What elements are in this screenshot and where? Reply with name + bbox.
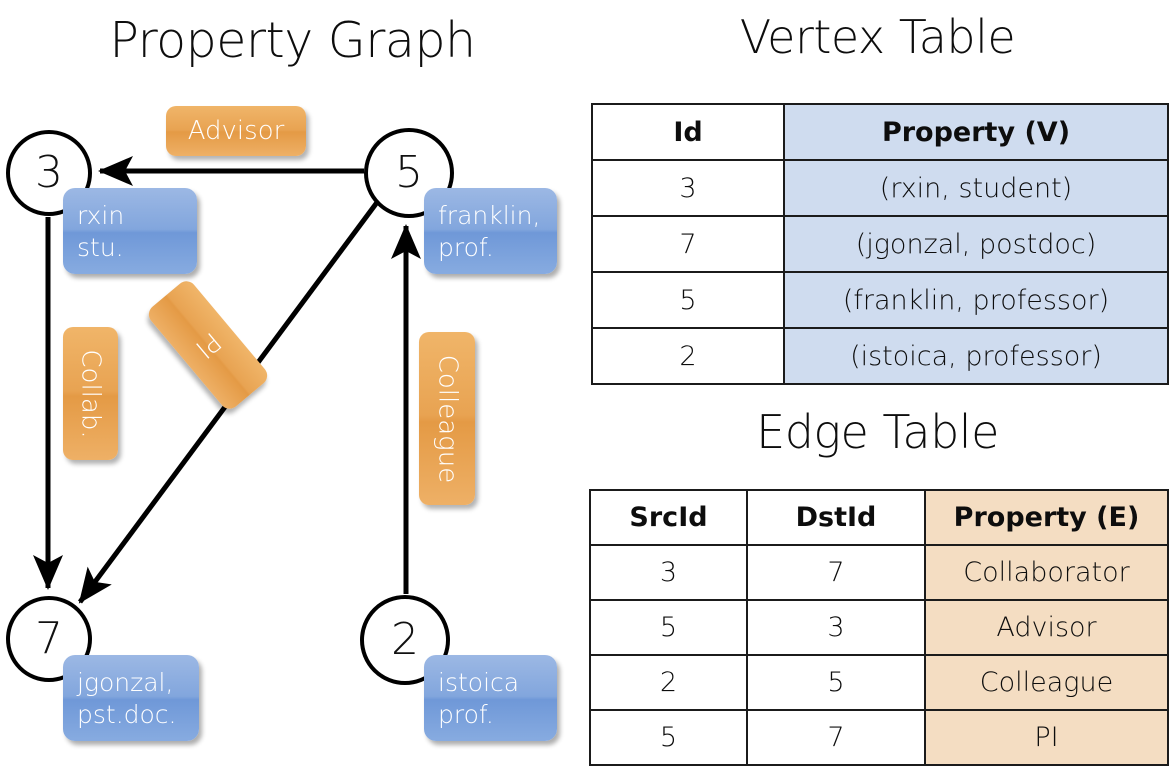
edge-label-pi-text: PI [189,325,227,364]
graph-node-7-label: 7 [35,613,63,664]
edge-src-cell: 5 [589,709,748,766]
table-row: 5 (franklin, professor) [591,271,1169,329]
property-graph-diagram: Advisor Collab. PI Colleague 3 5 7 2 rxi… [0,0,585,760]
edge-label-colleague: Colleague [419,332,475,505]
node-property-franklin: franklin, prof. [424,188,557,274]
vertex-table: Id Property (V) 3 (rxin, student) 7 (jgo… [591,103,1169,385]
node-property-jgonzal: jgonzal, pst.doc. [63,655,199,741]
vertex-property-cell: (jgonzal, postdoc) [783,215,1169,273]
edge-table-header-dstid: DstId [746,489,926,546]
edge-dst-cell: 7 [746,544,926,601]
vertex-id-cell: 7 [591,215,785,273]
table-row: 3 (rxin, student) [591,159,1169,217]
vertex-table-header-row: Id Property (V) [591,103,1169,161]
edge-property-cell: Advisor [924,599,1169,656]
table-row: 2 (istoica, professor) [591,327,1169,385]
edge-table-header-srcid: SrcId [589,489,748,546]
edge-property-cell: Collaborator [924,544,1169,601]
edge-table-header-property: Property (E) [924,489,1169,546]
graph-node-5-label: 5 [395,147,423,198]
vertex-property-cell: (franklin, professor) [783,271,1169,329]
graph-node-2-label: 2 [391,614,419,665]
page-title-property-graph: Property Graph [109,12,476,69]
edge-label-collab-text: Collab. [75,348,106,439]
edge-label-advisor: Advisor [166,106,306,156]
graph-node-2[interactable]: 2 [360,595,450,685]
edge-dst-cell: 5 [746,654,926,711]
edge-property-cell: Colleague [924,654,1169,711]
table-row: 5 3 Advisor [589,599,1169,656]
edge-property-cell: PI [924,709,1169,766]
edge-label-advisor-text: Advisor [187,116,285,146]
table-row: 2 5 Colleague [589,654,1169,711]
vertex-property-cell: (istoica, professor) [783,327,1169,385]
vertex-id-cell: 5 [591,271,785,329]
table-row: 3 7 Collaborator [589,544,1169,601]
page-title-edge-table: Edge Table [756,405,999,459]
edge-dst-cell: 7 [746,709,926,766]
node-property-istoica: istoica prof. [424,655,557,741]
vertex-property-cell: (rxin, student) [783,159,1169,217]
graph-node-3-label: 3 [35,147,63,198]
vertex-table-header-property: Property (V) [783,103,1169,161]
edge-label-collab: Collab. [63,327,118,460]
edge-table: SrcId DstId Property (E) 3 7 Collaborato… [589,489,1169,766]
vertex-table-header-id: Id [591,103,785,161]
edge-table-header-row: SrcId DstId Property (E) [589,489,1169,546]
node-property-rxin: rxin stu. [63,188,197,274]
edge-src-cell: 2 [589,654,748,711]
table-row: 5 7 PI [589,709,1169,766]
graph-node-5[interactable]: 5 [364,128,454,218]
vertex-id-cell: 2 [591,327,785,385]
edge-label-colleague-text: Colleague [432,354,463,483]
vertex-id-cell: 3 [591,159,785,217]
edge-src-cell: 3 [589,544,748,601]
edge-dst-cell: 3 [746,599,926,656]
table-row: 7 (jgonzal, postdoc) [591,215,1169,273]
edge-src-cell: 5 [589,599,748,656]
page-title-vertex-table: Vertex Table [739,10,1016,64]
